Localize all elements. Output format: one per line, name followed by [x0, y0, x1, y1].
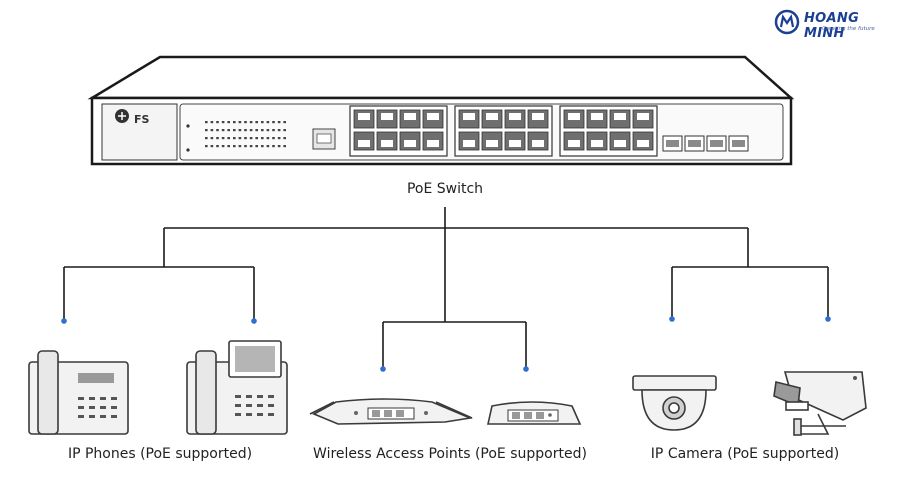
ip-phone-icon: [186, 340, 288, 435]
status-led: [216, 137, 219, 140]
status-led: [205, 129, 208, 132]
status-led: [238, 121, 242, 124]
status-led: [227, 137, 230, 140]
connection-lines: [63, 207, 829, 368]
status-led: [249, 129, 253, 132]
status-led: [249, 137, 253, 140]
status-led: [272, 145, 275, 148]
status-led: [277, 145, 281, 148]
status-led: [249, 145, 253, 148]
status-led: [210, 129, 214, 132]
endpoint-dots: [61, 316, 831, 372]
endpoint-dot: [251, 318, 257, 324]
hoang-minh-logo: HOANG MINH Creating the future: [774, 9, 896, 41]
status-led: [283, 129, 286, 132]
status-led: [255, 129, 258, 132]
group-label-ip-phones: IP Phones (PoE supported): [67, 446, 253, 462]
hoang-minh-logo-icon: [774, 9, 800, 35]
status-led: [221, 137, 225, 140]
status-led: [210, 137, 214, 140]
status-led: [227, 145, 230, 148]
status-led: [210, 145, 214, 148]
status-led: [266, 129, 270, 132]
bullet-camera-icon: [773, 371, 867, 436]
status-led: [283, 145, 286, 148]
ethernet-ports: [349, 105, 658, 157]
status-led: [277, 129, 281, 132]
status-led: [205, 121, 208, 124]
poe-switch-label: PoE Switch: [406, 181, 484, 197]
status-led: [233, 137, 236, 140]
status-led: [233, 121, 236, 124]
status-led: [244, 145, 247, 148]
status-led: [261, 129, 264, 132]
status-led: [233, 145, 236, 148]
status-led: [238, 145, 242, 148]
status-led: [238, 137, 242, 140]
status-led: [283, 121, 286, 124]
status-led: [233, 129, 236, 132]
status-led: [205, 137, 208, 140]
endpoint-dot: [523, 366, 529, 372]
status-led: [221, 145, 225, 148]
brand-tagline: Creating the future: [822, 26, 875, 32]
status-led: [227, 121, 230, 124]
group-label-ip-camera: IP Camera (PoE supported): [650, 446, 840, 462]
sfp-ports: [662, 135, 749, 152]
status-led: [272, 129, 275, 132]
endpoint-dot: [380, 366, 386, 372]
endpoint-dot: [669, 316, 675, 322]
status-led: [283, 137, 286, 140]
status-led: [249, 121, 253, 124]
group-label-access-points: Wireless Access Points (PoE supported): [313, 446, 587, 462]
wireless-access-point-icon: [487, 401, 582, 425]
status-led: [255, 145, 258, 148]
status-led: [216, 129, 219, 132]
status-led: [266, 145, 270, 148]
led-panel: [205, 121, 286, 148]
fs-brand-mark: FS: [134, 113, 150, 126]
status-led: [266, 137, 270, 140]
status-led: [216, 121, 219, 124]
status-led: [244, 129, 247, 132]
status-led: [261, 121, 264, 124]
status-led: [221, 121, 225, 124]
status-led: [210, 121, 214, 124]
status-led: [277, 137, 281, 140]
endpoint-dot: [825, 316, 831, 322]
status-led: [261, 145, 264, 148]
dome-camera-icon: [632, 375, 717, 431]
endpoint-dot: [61, 318, 67, 324]
status-led: [244, 137, 247, 140]
brand-name: HOANG MINH: [804, 11, 860, 41]
poe-switch: [87, 55, 795, 166]
wireless-access-point-icon: [309, 398, 473, 425]
status-led: [255, 121, 258, 124]
console-port: [312, 128, 336, 150]
status-led: [205, 145, 208, 148]
status-led: [244, 121, 247, 124]
ip-phone-icon: [28, 350, 129, 435]
status-led: [221, 129, 225, 132]
status-led: [238, 129, 242, 132]
status-led: [227, 129, 230, 132]
status-led: [272, 137, 275, 140]
status-led: [216, 145, 219, 148]
status-led: [261, 137, 264, 140]
status-led: [266, 121, 270, 124]
status-led: [277, 121, 281, 124]
status-led: [255, 137, 258, 140]
status-led: [272, 121, 275, 124]
